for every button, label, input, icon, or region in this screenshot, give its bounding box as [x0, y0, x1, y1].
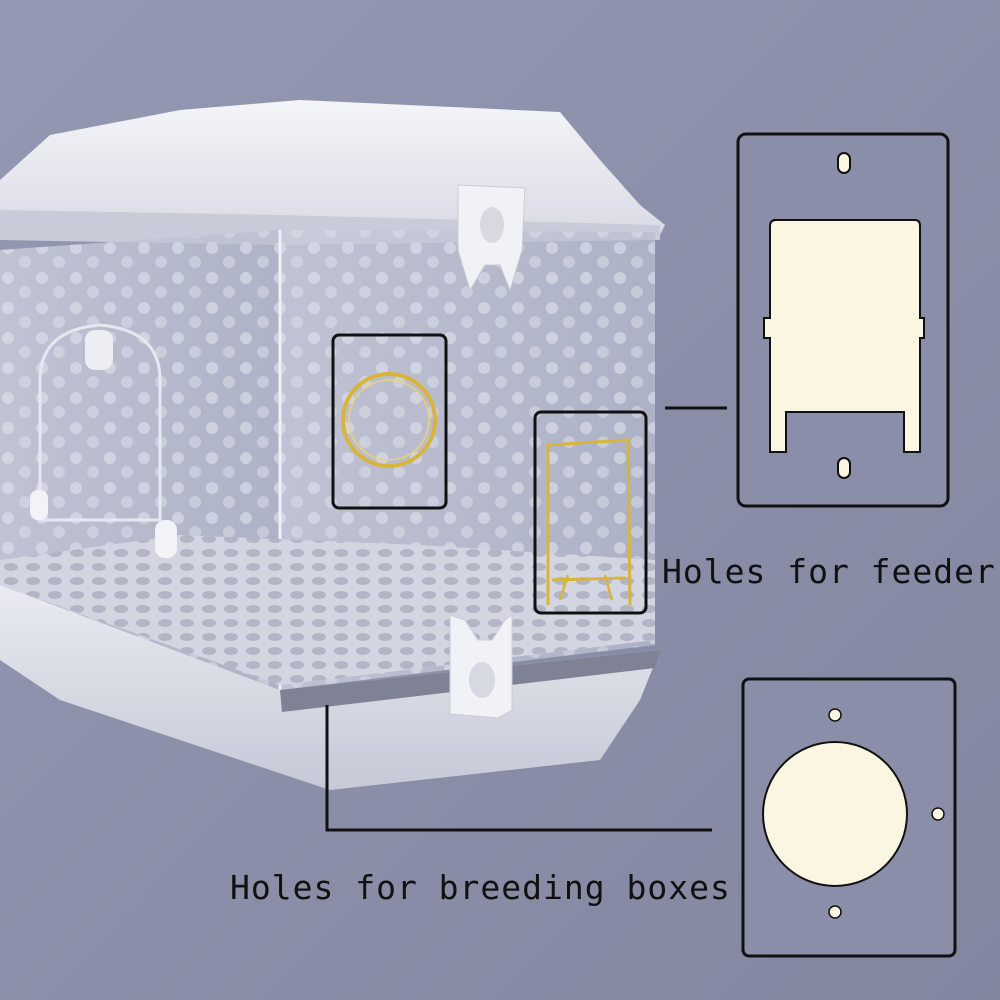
- feeder-hole-panel-icon: [736, 132, 950, 508]
- bird-cage-image: [0, 100, 665, 790]
- breeding-holes-caption: Holes for breeding boxes: [230, 868, 731, 907]
- breeding-connector-line: [325, 705, 712, 832]
- feeder-holes-caption: Holes for feeder: [662, 552, 996, 591]
- feeder-hole-highlight: [533, 410, 648, 615]
- breeding-box-hole-panel-icon: [741, 677, 957, 958]
- breeding-hole-highlight: [331, 333, 448, 510]
